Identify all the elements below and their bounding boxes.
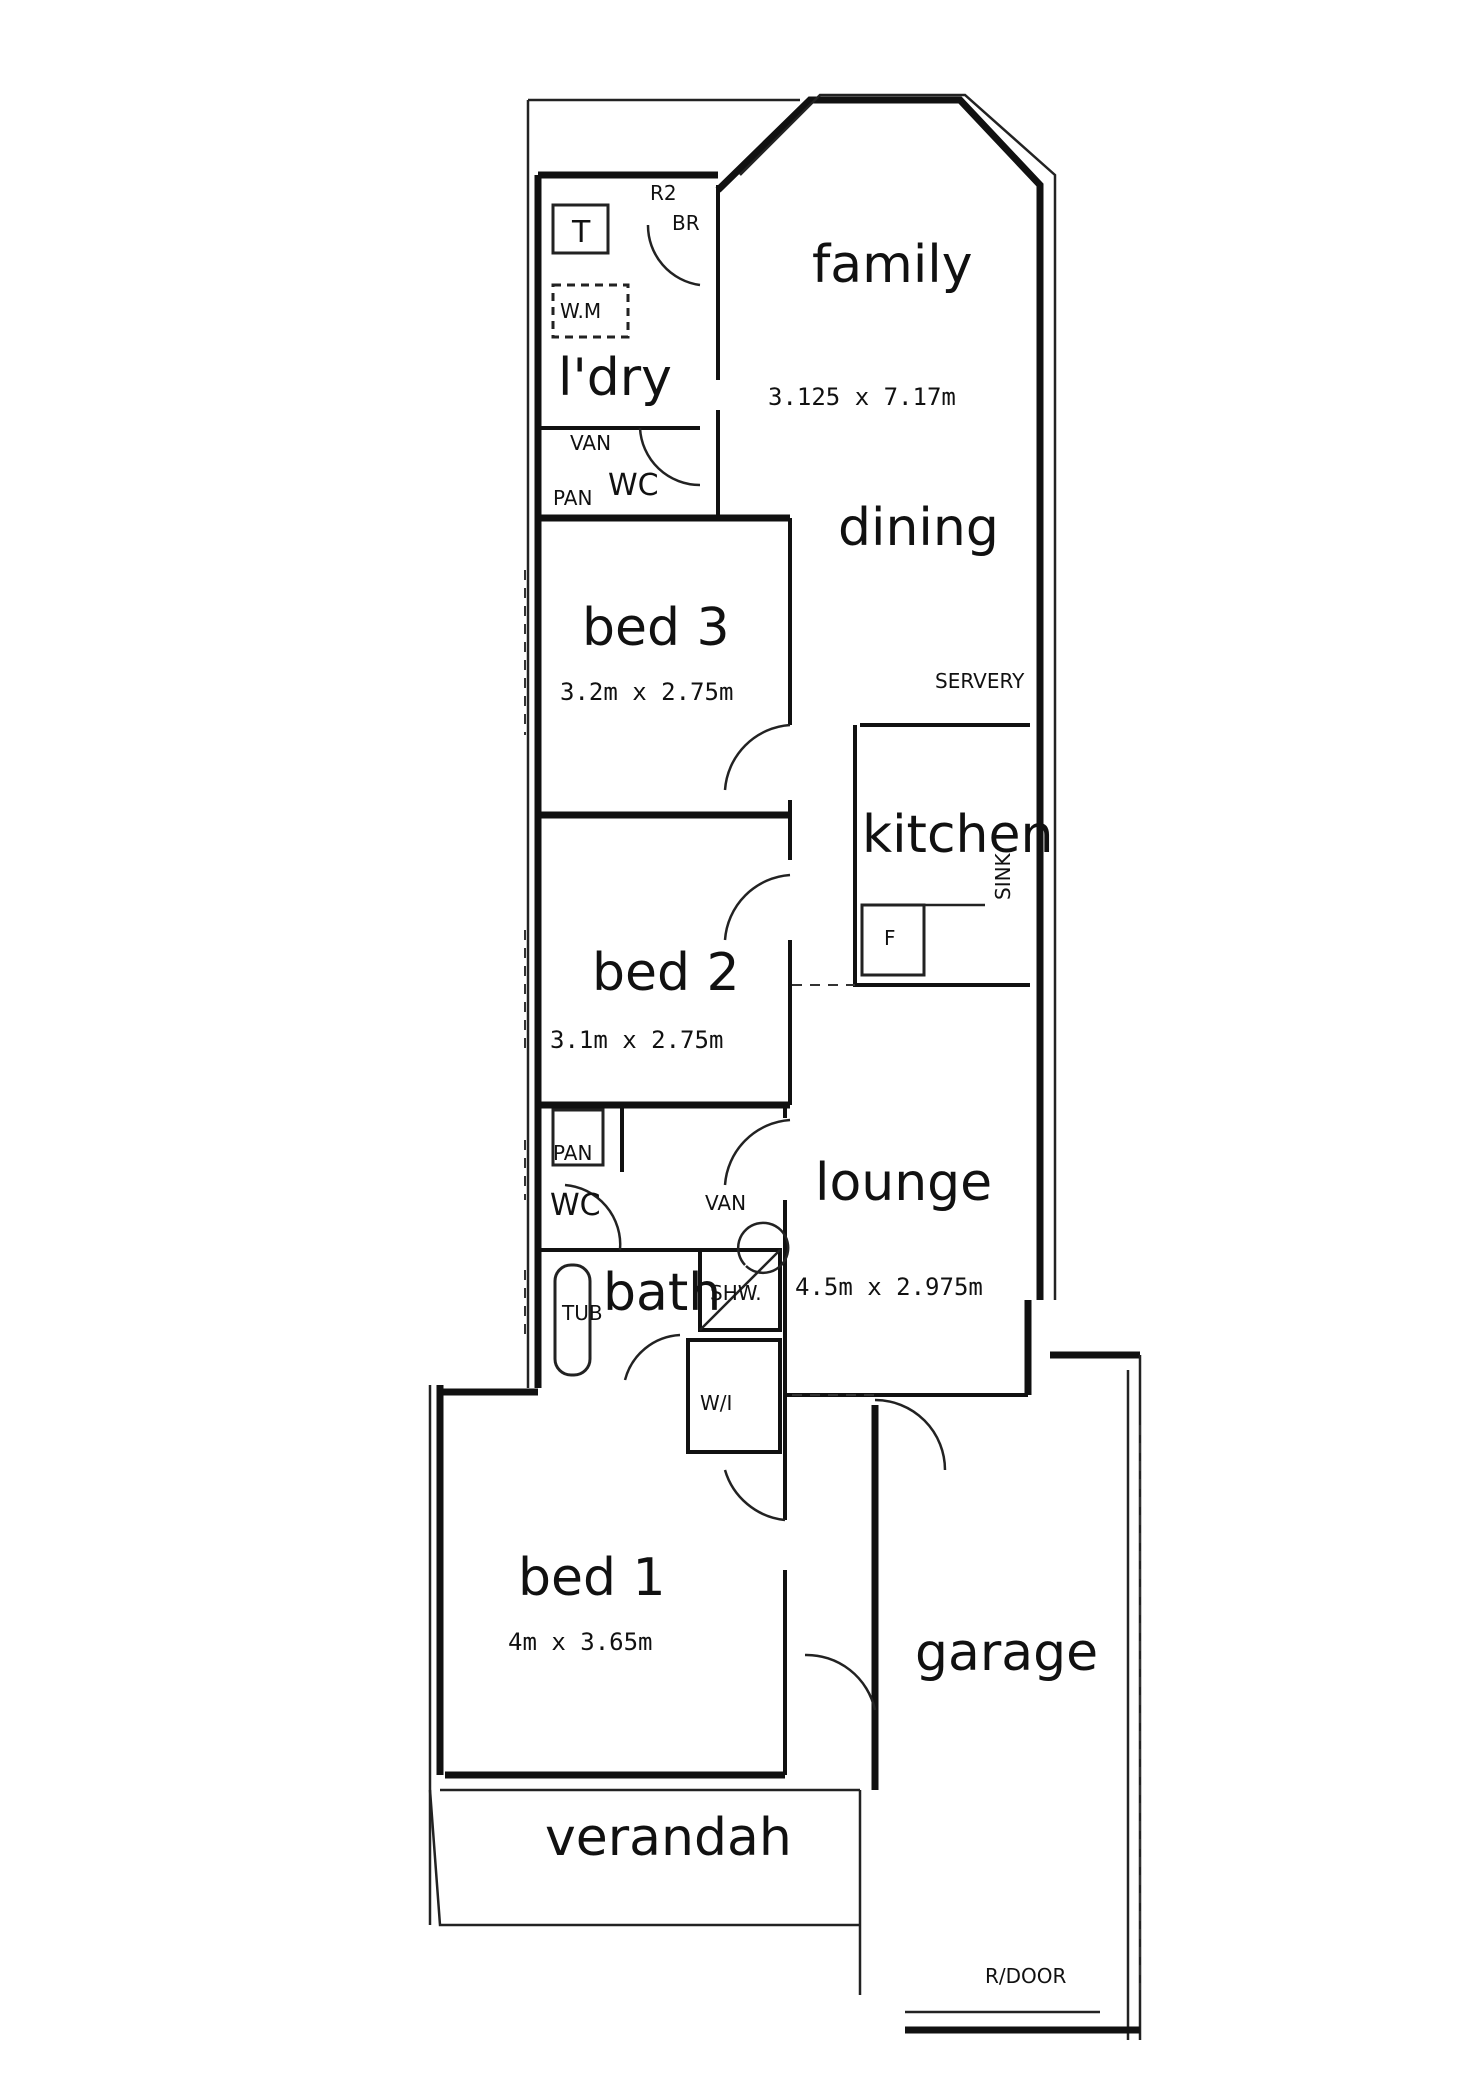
bed3-dims: 3.2m x 2.75m <box>560 678 733 706</box>
pan-lower-box <box>551 1108 605 1167</box>
dining-label: dining <box>838 498 999 558</box>
vanity-upper-label: VAN <box>570 431 611 455</box>
washing-machine-label: W.M <box>560 299 601 323</box>
lounge-dims: 4.5m x 2.975m <box>795 1273 983 1301</box>
washing-machine-box <box>551 283 630 339</box>
bed3-label: bed 3 <box>582 598 730 658</box>
door-swings <box>564 224 947 1711</box>
verandah-label: verandah <box>545 1808 792 1868</box>
kitchen-label: kitchen <box>862 805 1053 865</box>
vanity-lower-label: VAN <box>705 1191 746 1215</box>
walk-in-robe-label: W/I <box>700 1391 732 1415</box>
shower-label: SHW. <box>710 1281 762 1305</box>
internal-walls <box>524 185 1141 1990</box>
robe-upper-label: R2 <box>650 181 677 205</box>
garage-label: garage <box>915 1623 1098 1683</box>
wc-upper-label: WC <box>608 468 659 503</box>
bed2-label: bed 2 <box>592 943 740 1003</box>
tub-label: T <box>571 215 591 250</box>
bath-tub-box <box>553 1263 592 1377</box>
roller-door-label: R/DOOR <box>985 1964 1067 1988</box>
tub-box <box>551 203 610 255</box>
bath-label: bath <box>603 1263 721 1323</box>
sink-label: SINK <box>991 852 1015 900</box>
servery-label: SERVERY <box>935 669 1025 693</box>
family-dims: 3.125 x 7.17m <box>768 383 956 411</box>
pan-lower-label: PAN <box>553 1141 592 1165</box>
outer-walls <box>428 93 1142 2040</box>
room-labels: family 3.125 x 7.17m l'dry WC dining bed… <box>508 235 1098 1868</box>
broom-label: BR <box>672 211 700 235</box>
pan-upper-label: PAN <box>553 486 592 510</box>
bed1-dims: 4m x 3.65m <box>508 1628 653 1656</box>
bed1-label: bed 1 <box>518 1548 666 1608</box>
bath-tub-label: TUB <box>561 1301 603 1325</box>
laundry-label: l'dry <box>558 348 672 408</box>
wc-lower-label: WC <box>550 1188 601 1223</box>
family-label: family <box>812 235 973 295</box>
fixtures: T W.M VAN PAN R2 BR TUB PAN VAN SHW. W/I… <box>551 181 1067 1988</box>
lounge-label: lounge <box>815 1153 992 1213</box>
fridge-label: F <box>884 926 896 950</box>
bed2-dims: 3.1m x 2.75m <box>550 1026 723 1054</box>
